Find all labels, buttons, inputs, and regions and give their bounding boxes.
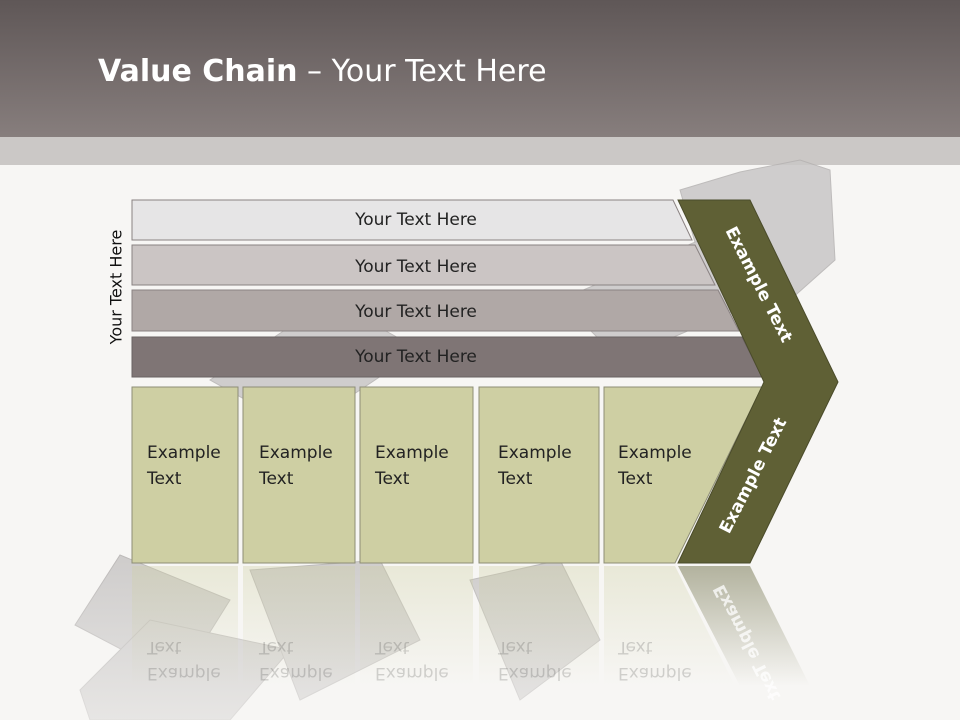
- support-bar-label: Your Text Here: [354, 347, 477, 367]
- reflection-line: Example: [618, 663, 692, 683]
- reflection-line: Text: [498, 637, 533, 657]
- activity-column: [242, 386, 356, 564]
- activity-label-line: Text: [147, 469, 182, 489]
- activity-column: [478, 386, 600, 564]
- activity-label-reflection: Example Text: [375, 634, 449, 686]
- activity-column: [603, 386, 763, 564]
- activity-label-reflection: Example Text: [618, 634, 692, 686]
- activity-label-line: Text: [498, 469, 533, 489]
- column-reflection: [360, 566, 473, 686]
- header-band: [0, 0, 960, 137]
- activity-label-line: Example: [498, 443, 572, 463]
- activity-label-line: Text: [259, 469, 294, 489]
- activity-label-reflection: Example Text: [259, 634, 333, 686]
- column-reflection: [132, 566, 238, 686]
- reflection-line: Text: [618, 637, 653, 657]
- support-bar-label: Your Text Here: [354, 257, 477, 277]
- support-bar-label: Your Text Here: [354, 302, 477, 322]
- activity-label-line: Example: [618, 443, 692, 463]
- title-bold: Value Chain: [98, 54, 298, 89]
- reflection-line: Text: [259, 637, 294, 657]
- activity-label-reflection: Example Text: [498, 634, 572, 686]
- column-reflection: [243, 566, 355, 686]
- activity-column: [359, 386, 474, 564]
- activity-column: [131, 386, 239, 564]
- slide-title: Value Chain – Your Text Here: [98, 54, 547, 89]
- activity-label-line: Example: [375, 443, 449, 463]
- margin-chevron: [677, 199, 839, 564]
- support-bar: [131, 244, 716, 286]
- support-bar: [131, 199, 693, 241]
- activity-label-line: Example: [147, 443, 221, 463]
- activity-label-line: Text: [618, 469, 653, 489]
- column-reflection: [479, 566, 599, 686]
- column-reflection: [604, 566, 735, 686]
- title-rest: – Your Text Here: [297, 54, 547, 89]
- support-bar-label: Your Text Here: [354, 210, 477, 230]
- reflection-line: Text: [375, 637, 410, 657]
- reflection-line: Example: [375, 663, 449, 683]
- activity-label-reflection: Example Text: [147, 634, 221, 686]
- reflection-line: Example: [147, 663, 221, 683]
- chevron-reflection: [678, 566, 810, 686]
- activity-label-line: Text: [375, 469, 410, 489]
- reflection-line: Text: [147, 637, 182, 657]
- activity-label-line: Example: [259, 443, 333, 463]
- reflection-line: Example: [259, 663, 333, 683]
- reflection-line: Example: [498, 663, 572, 683]
- support-bar: [131, 289, 740, 332]
